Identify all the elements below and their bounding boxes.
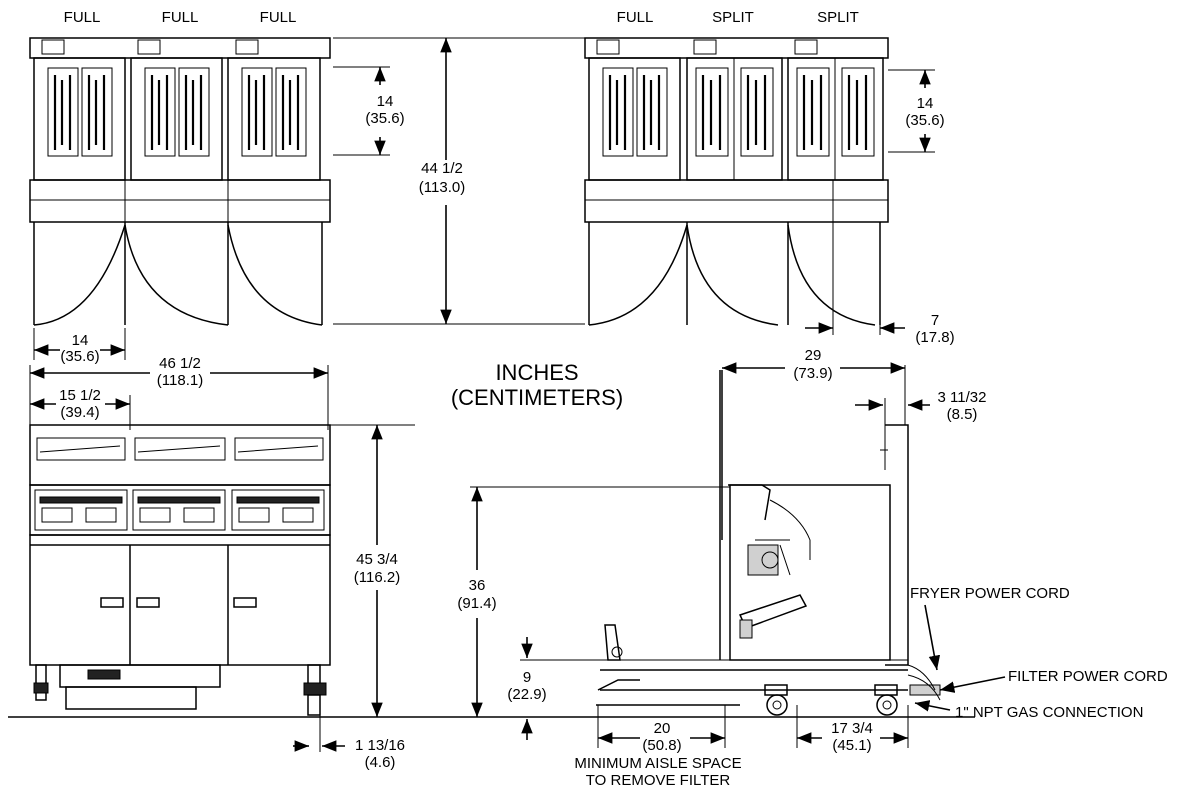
vat-label-1: FULL [64, 9, 101, 26]
aisle-space-in: 20 [654, 720, 671, 737]
cabinet-depth-in: 29 [805, 347, 822, 364]
units-title: INCHES (CENTIMETERS) [451, 360, 623, 410]
flue-offset-cm: (8.5) [947, 406, 978, 423]
top-view-right: FULL SPLIT SPLIT 14 (35 [584, 9, 955, 346]
gas-offset-in: 17 3/4 [831, 720, 873, 737]
door-swing-cm: (35.6) [60, 348, 99, 365]
front-view: 46 1/2 (118.1) 15 1/2 (39.4) [29, 355, 415, 771]
basket-height-right-cm: (35.6) [905, 112, 944, 129]
callout-gas-connection: 1" NPT GAS CONNECTION [955, 704, 1143, 721]
vat-label-right-2: SPLIT [712, 9, 754, 26]
overall-width-cm: (118.1) [157, 372, 203, 389]
door-clearance-in: 7 [931, 312, 939, 329]
basket-height-in: 14 [377, 93, 394, 110]
flue-offset-in: 3 11/32 [938, 389, 987, 406]
units-line-2: (CENTIMETERS) [451, 385, 623, 410]
aisle-note-line-2: TO REMOVE FILTER [586, 772, 731, 789]
caster-offset-cm: (4.6) [365, 754, 396, 771]
basket-grid-right [602, 67, 875, 157]
vat-label-2: FULL [162, 9, 199, 26]
callout-filter-power-cord: FILTER POWER CORD [1008, 668, 1168, 685]
basket-height-right-in: 14 [917, 95, 934, 112]
vat-width-cm: (39.4) [60, 404, 99, 421]
callout-fryer-power-cord: FRYER POWER CORD [910, 585, 1070, 602]
filter-height-cm: (22.9) [507, 686, 546, 703]
caster-offset-in: 1 13/16 [355, 737, 405, 754]
top-view-left: FULL FULL FULL [29, 9, 465, 365]
overall-depth-cm: (113.0) [419, 179, 465, 196]
overall-height-in: 45 3/4 [356, 551, 398, 568]
gas-offset-cm: (45.1) [832, 737, 871, 754]
control-panels [34, 489, 325, 531]
overall-depth-in: 44 1/2 [421, 160, 463, 177]
working-height-in: 36 [469, 577, 486, 594]
filter-height-in: 9 [523, 669, 531, 686]
overall-height-cm: (116.2) [354, 569, 400, 586]
basket-height-cm: (35.6) [365, 110, 404, 127]
vat-label-3: FULL [260, 9, 297, 26]
aisle-note-line-1: MINIMUM AISLE SPACE [574, 755, 741, 772]
vat-label-right-1: FULL [617, 9, 654, 26]
basket-grid-left [47, 67, 307, 157]
overall-width-in: 46 1/2 [159, 355, 201, 372]
units-line-1: INCHES [495, 360, 578, 385]
aisle-space-cm: (50.8) [642, 737, 681, 754]
cabinet-depth-cm: (73.9) [793, 365, 832, 382]
door-swing-in: 14 [72, 332, 89, 349]
working-height-cm: (91.4) [457, 595, 496, 612]
vat-width-in: 15 1/2 [59, 387, 101, 404]
side-view: 29 (73.9) 3 11/32 (8.5) 36 (91.4) 9 (22.… [457, 347, 1167, 789]
vat-label-right-3: SPLIT [817, 9, 859, 26]
door-clearance-cm: (17.8) [915, 329, 954, 346]
